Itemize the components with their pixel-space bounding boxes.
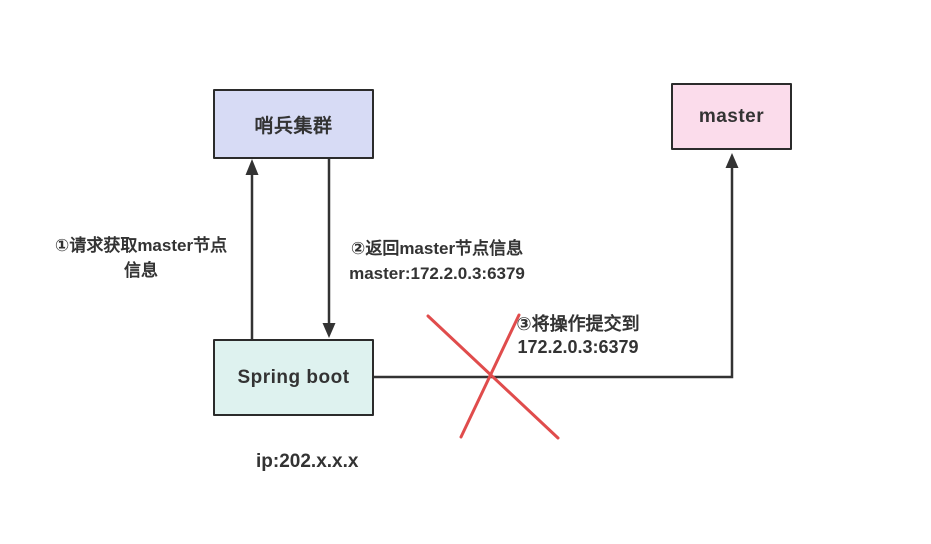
node-master: master [671, 83, 792, 150]
edge-label-request: ①请求获取master节点 信息 [28, 233, 254, 283]
red-cross [426, 313, 560, 440]
arrow-request-head [245, 159, 259, 175]
edge-label-response-line2: master:172.2.0.3:6379 [349, 264, 525, 283]
node-springboot: Spring boot [213, 339, 374, 416]
node-sentinel-label: 哨兵集群 [254, 115, 333, 137]
red-cross-stroke-1 [426, 314, 560, 440]
node-sentinel: 哨兵集群 [213, 89, 374, 159]
arrow-submit-head [725, 153, 739, 168]
node-springboot-label: Spring boot [237, 366, 350, 388]
red-cross-stroke-2 [459, 313, 521, 439]
edge-label-submit: ③将操作提交到 172.2.0.3:6379 [500, 313, 656, 359]
node-master-label: master [698, 105, 765, 127]
arrow-request [245, 159, 259, 339]
edge-label-request-line2: 信息 [124, 261, 158, 280]
edge-label-submit-line1: ③将操作提交到 [516, 314, 640, 334]
arrow-response [322, 159, 336, 338]
arrow-response-head [322, 323, 336, 338]
springboot-ip-caption: ip:202.x.x.x [256, 451, 359, 472]
edge-label-submit-line2: 172.2.0.3:6379 [517, 337, 639, 357]
edge-label-response: ②返回master节点信息 master:172.2.0.3:6379 [332, 236, 542, 286]
edge-label-response-line1: ②返回master节点信息 [350, 239, 524, 258]
edge-label-request-line1: ①请求获取master节点 [54, 236, 228, 255]
